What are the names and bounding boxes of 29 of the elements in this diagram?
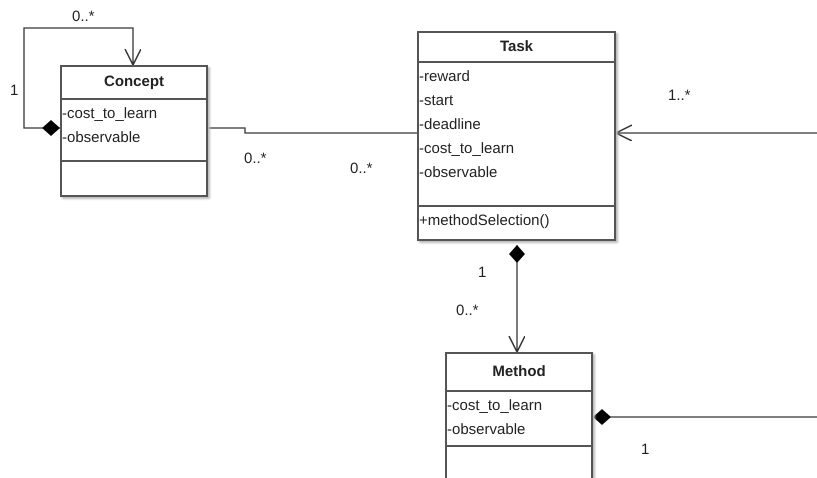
- class-name: Method: [492, 362, 546, 382]
- attribute-text: -observable: [447, 420, 526, 440]
- multiplicity-label: 1..*: [668, 87, 691, 105]
- operation-text: +methodSelection(): [419, 211, 550, 231]
- association-line: [508, 245, 526, 353]
- multiplicity-label: 0..*: [350, 160, 373, 178]
- association-line: [593, 409, 817, 425]
- attribute-text: -cost_to_learn: [419, 139, 516, 159]
- association-line: [208, 127, 417, 134]
- attribute-text: -deadline: [419, 115, 482, 135]
- class-box: [417, 31, 616, 241]
- multiplicity-label: 0..*: [456, 302, 479, 320]
- class-box: [445, 352, 593, 478]
- association-line: [615, 124, 817, 142]
- association-line: [23, 27, 142, 136]
- class-box: [60, 65, 208, 197]
- multiplicity-label: 1: [641, 441, 650, 459]
- class-name: Task: [500, 36, 534, 57]
- multiplicity-label: 0..*: [244, 150, 267, 168]
- multiplicity-label: 0..*: [72, 8, 95, 26]
- attribute-text: -observable: [62, 128, 142, 148]
- attribute-text: -cost_to_learn: [62, 104, 158, 124]
- attribute-text: -reward: [419, 67, 471, 87]
- class-name: Concept: [104, 72, 164, 92]
- attribute-text: -cost_to_learn: [447, 396, 544, 416]
- attribute-text: -start: [419, 91, 454, 111]
- multiplicity-label: 1: [10, 82, 18, 100]
- multiplicity-label: 1: [478, 264, 486, 282]
- attribute-text: -observable: [419, 163, 498, 183]
